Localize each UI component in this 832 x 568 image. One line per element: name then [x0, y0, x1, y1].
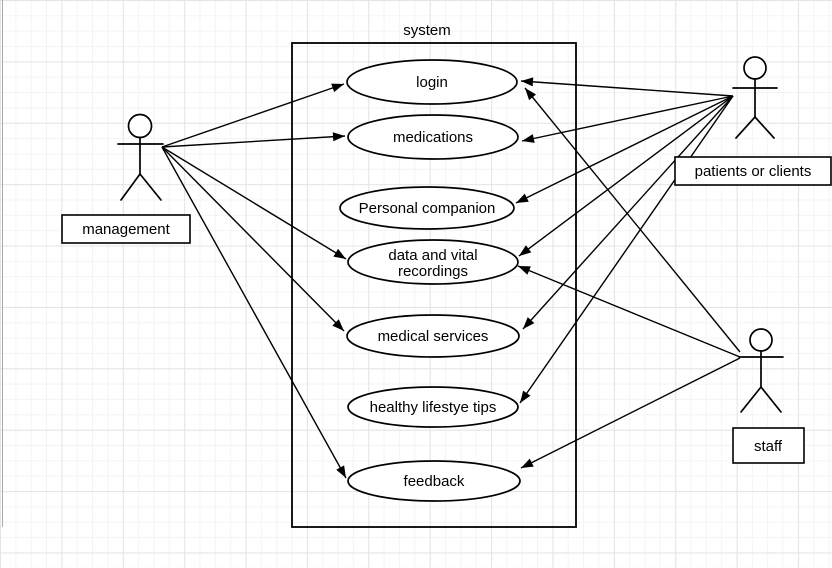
edge-staff-to-login[interactable]: [524, 87, 741, 353]
use-case-medications-label: medications: [393, 129, 473, 146]
edge-patients-to-medications[interactable]: [521, 95, 734, 143]
actor-staff-left-leg-icon: [740, 386, 762, 413]
actor-management[interactable]: [117, 113, 164, 201]
use-case-healthy-lifestye-tips-label: healthy lifestye tips: [370, 399, 497, 416]
edge-management-to-login[interactable]: [161, 83, 345, 148]
use-case-feedback-label: feedback: [404, 473, 465, 490]
actor-management-label-box[interactable]: management: [61, 214, 191, 244]
actor-patients-or-clients-label-box[interactable]: patients or clients: [674, 156, 832, 186]
use-case-medical-services[interactable]: medical services: [346, 314, 520, 358]
actor-patients-or-clients[interactable]: [732, 56, 778, 139]
edge-patients-to-personal-companion[interactable]: [515, 95, 734, 204]
use-case-data-and-vital-recordings-label-line1: data and vital: [388, 247, 477, 264]
edge-patients-to-data-and-vital-recordings[interactable]: [518, 95, 734, 257]
use-case-login-label: login: [416, 74, 448, 91]
actor-staff-label-box[interactable]: staff: [732, 427, 805, 464]
actor-patients-head-icon: [743, 56, 767, 80]
edge-patients-to-medical-services[interactable]: [522, 95, 734, 330]
edge-management-to-feedback[interactable]: [161, 146, 347, 479]
system-boundary[interactable]: system: [291, 22, 577, 528]
actor-staff-label: staff: [754, 438, 783, 455]
actor-management-head-icon: [127, 113, 153, 139]
use-case-login[interactable]: login: [346, 59, 518, 105]
actor-staff-head-icon: [749, 328, 773, 352]
actor-staff[interactable]: [738, 328, 784, 413]
use-case-personal-companion[interactable]: Personal companion: [339, 186, 515, 230]
edge-staff-to-data-and-vital-recordings[interactable]: [517, 265, 741, 358]
use-case-feedback[interactable]: feedback: [347, 460, 521, 502]
edge-management-to-medications[interactable]: [161, 132, 346, 148]
actor-management-right-leg-icon: [139, 173, 162, 201]
edges-group: [161, 77, 741, 479]
canvas-page-edge: [2, 0, 3, 527]
edge-staff-to-feedback[interactable]: [520, 357, 741, 469]
actor-patients-right-leg-icon: [754, 116, 775, 139]
use-case-data-and-vital-recordings-label-line2: recordings: [398, 263, 468, 280]
use-case-healthy-lifestye-tips[interactable]: healthy lifestye tips: [347, 386, 519, 428]
edge-management-to-data-and-vital-recordings[interactable]: [161, 146, 347, 260]
edge-patients-to-login[interactable]: [520, 77, 734, 97]
edge-management-to-medical-services[interactable]: [161, 146, 345, 332]
actor-management-left-leg-icon: [120, 173, 141, 201]
use-case-personal-companion-label: Personal companion: [359, 200, 496, 217]
edge-patients-to-healthy-lifestye-tips[interactable]: [519, 95, 734, 404]
system-boundary-title: system: [403, 22, 451, 39]
use-case-medications[interactable]: medications: [347, 114, 519, 160]
actor-patients-or-clients-label: patients or clients: [695, 163, 812, 180]
actor-patients-left-leg-icon: [735, 116, 756, 139]
use-case-data-and-vital-recordings[interactable]: data and vital recordings: [347, 239, 519, 285]
use-case-medical-services-label: medical services: [378, 328, 489, 345]
actor-staff-right-leg-icon: [760, 386, 782, 413]
actor-management-label: management: [82, 221, 170, 238]
